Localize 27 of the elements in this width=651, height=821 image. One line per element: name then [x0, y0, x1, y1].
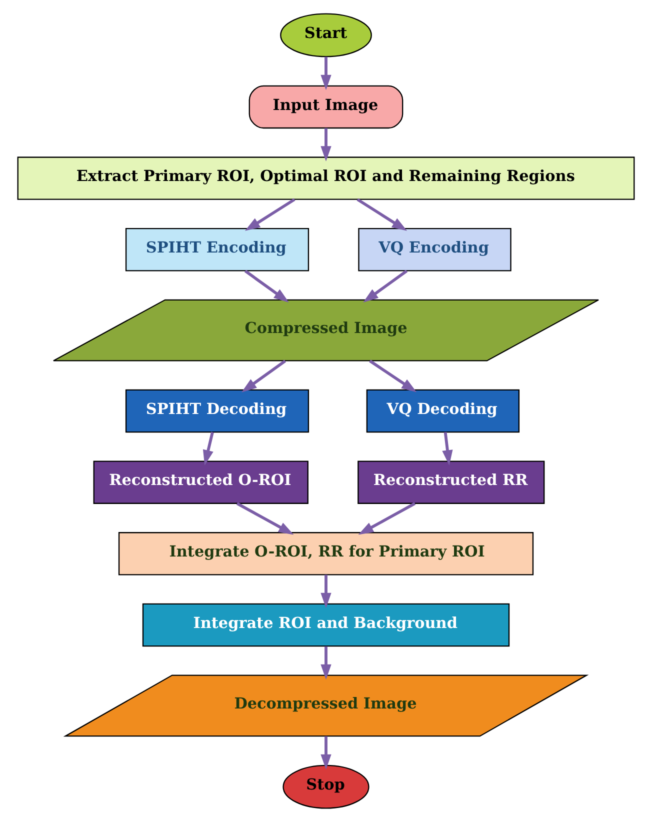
arrow — [320, 574, 331, 608]
arrow — [320, 56, 331, 90]
arrow — [240, 359, 286, 392]
node-box: SPIHT Encoding — [124, 227, 309, 271]
arrow — [320, 646, 331, 680]
node-ellipse: Stop — [282, 764, 369, 808]
node-box: Reconstructed RR — [357, 460, 544, 504]
arrow — [320, 128, 331, 161]
node-box: Integrate ROI and Background — [142, 602, 510, 646]
node-box: Reconstructed O-ROI — [92, 460, 308, 504]
node-box: Input Image — [248, 84, 403, 128]
node-box: SPIHT Decoding — [124, 388, 309, 432]
arrow — [358, 502, 416, 534]
node-box: VQ Decoding — [366, 388, 520, 432]
node-ellipse: Start — [280, 12, 372, 57]
node-box: Extract Primary ROI, Optimal ROI and Remaining Regions — [16, 156, 634, 200]
node-box: VQ Encoding — [358, 227, 511, 271]
node-box: Integrate O-ROI, RR for Primary ROI — [118, 532, 534, 575]
arrow — [320, 736, 331, 770]
arrow — [356, 198, 407, 230]
arrow — [236, 502, 294, 534]
arrow — [368, 359, 416, 392]
arrow — [202, 431, 214, 465]
arrow — [244, 198, 295, 230]
arrow — [442, 431, 452, 465]
arrow — [244, 269, 288, 302]
arrow — [362, 269, 408, 302]
